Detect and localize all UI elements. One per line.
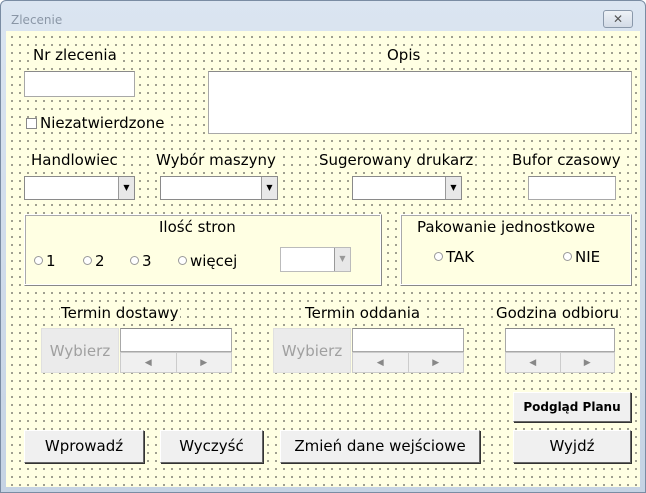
radio-circle-icon [563,252,572,261]
radio-circle-icon [178,256,187,265]
nr-zlecenia-input[interactable] [24,71,135,97]
radio-ilosc-2[interactable]: 2 [83,252,105,270]
right-arrow-icon[interactable]: ▶ [583,358,591,368]
godzina-odbioru-label: Godzina odbioru [495,304,621,322]
handlowiec-combo[interactable]: ▼ [24,176,135,200]
radio-label: 3 [142,252,152,270]
radio-label: 2 [95,252,105,270]
zmien-dane-button[interactable]: Zmień dane wejściowe [280,430,480,463]
radio-label: TAK [446,248,475,266]
bufor-czasowy-input[interactable] [528,176,616,200]
termin-dostawy-input[interactable] [120,328,232,352]
radio-label: 1 [46,252,56,270]
podglad-planu-button[interactable]: Podgląd Planu [513,392,631,422]
termin-dostawy-spin[interactable]: ◀▶ [120,352,232,373]
chevron-down-icon[interactable]: ▼ [334,248,350,271]
chevron-down-icon[interactable]: ▼ [118,177,134,199]
radio-label: więcej [190,252,238,270]
niezatwierdzone-checkbox[interactable] [26,118,37,129]
radio-circle-icon [434,252,443,261]
left-arrow-icon[interactable]: ◀ [121,353,177,372]
wyjdz-button[interactable]: Wyjdź [513,430,631,463]
opis-label: Opis [386,46,422,64]
radio-circle-icon [34,256,43,265]
wybierz-dostawa-button[interactable]: Wybierz [41,328,119,373]
bufor-czasowy-label: Bufor czasowy [511,151,622,169]
radio-ilosc-3[interactable]: 3 [130,252,152,270]
sugerowany-drukarz-combo[interactable]: ▼ [352,176,462,200]
godzina-odbioru-input[interactable] [505,328,615,352]
chevron-down-icon[interactable]: ▼ [445,177,461,199]
termin-oddania-spin[interactable]: ◀▶ [352,352,464,373]
radio-label: NIE [575,248,601,266]
radio-circle-icon [130,256,139,265]
opis-textarea[interactable] [208,71,632,134]
niezatwierdzone-label: Niezatwierdzone [39,114,166,132]
nr-zlecenia-label: Nr zlecenia [32,46,118,64]
wybierz-oddanie-button[interactable]: Wybierz [273,328,351,373]
sugerowany-drukarz-label: Sugerowany drukarz [318,151,475,169]
termin-oddania-label: Termin oddania [304,304,422,322]
termin-dostawy-label: Termin dostawy [60,304,180,322]
wiecej-combo[interactable]: ▼ [280,247,351,272]
window-title: Zlecenie [11,13,63,27]
ilosc-stron-title: Ilość stron [158,218,237,236]
termin-oddania-input[interactable] [352,328,464,352]
right-arrow-icon[interactable]: ▶ [432,358,440,368]
pakowanie-title: Pakowanie jednostkowe [416,218,597,236]
right-arrow-icon[interactable]: ▶ [200,358,208,368]
wyczysc-button[interactable]: Wyczyść [160,430,263,463]
wprowadz-button[interactable]: Wprowadź [24,430,144,463]
radio-ilosc-1[interactable]: 1 [34,252,56,270]
handlowiec-label: Handlowiec [30,151,119,169]
radio-tak[interactable]: TAK [434,248,474,266]
wybor-maszyny-label: Wybór maszyny [155,151,277,169]
wybor-maszyny-combo[interactable]: ▼ [160,176,278,200]
left-arrow-icon[interactable]: ◀ [506,353,561,372]
close-button[interactable]: ✕ [603,10,633,28]
left-arrow-icon[interactable]: ◀ [353,353,409,372]
radio-ilosc-wiecej[interactable]: więcej [178,252,237,270]
godzina-odbioru-spin[interactable]: ◀▶ [505,352,615,373]
radio-nie[interactable]: NIE [563,248,600,266]
chevron-down-icon[interactable]: ▼ [261,177,277,199]
radio-circle-icon [83,256,92,265]
